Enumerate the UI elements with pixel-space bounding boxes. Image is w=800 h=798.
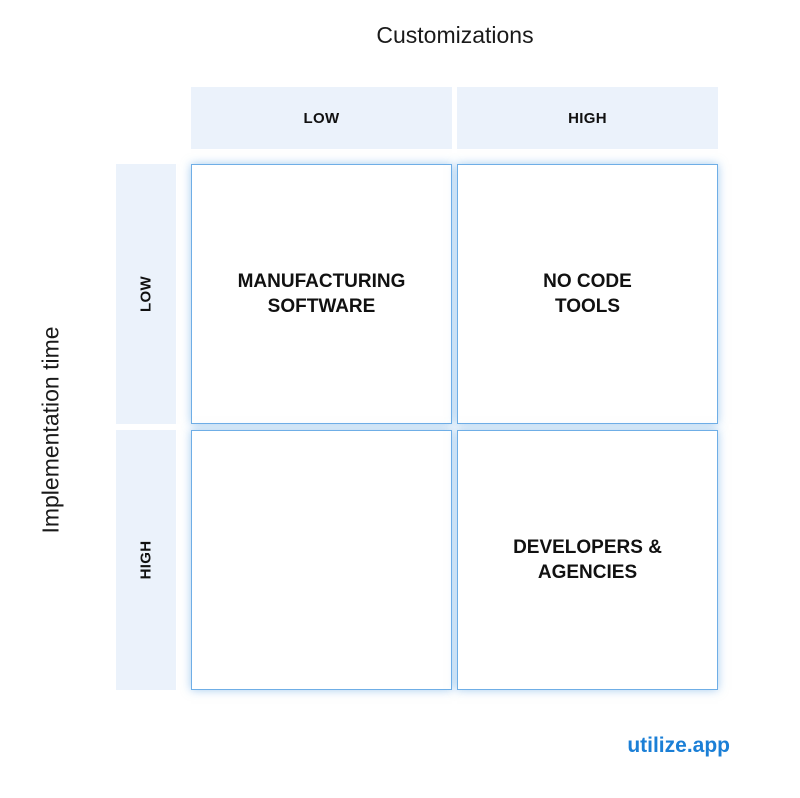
row-header-high: HIGH [116, 430, 176, 690]
row-header-low: LOW [116, 164, 176, 424]
quadrant-high-time-low-custom [191, 430, 452, 690]
column-header-high: HIGH [457, 87, 718, 149]
quadrant-label-manufacturing-software: MANUFACTURING SOFTWARE [237, 271, 406, 317]
quadrant-low-time-low-custom: MANUFACTURING SOFTWARE [191, 164, 452, 424]
brand-logo-text: utilize.app [627, 734, 730, 757]
row-header-low-label: LOW [137, 276, 155, 312]
y-axis-title: Implementation time [37, 326, 64, 534]
row-header-high-label: HIGH [137, 540, 155, 580]
quadrant-low-time-high-custom: NO CODE TOOLS [457, 164, 718, 424]
quadrant-high-time-high-custom: DEVELOPERS & AGENCIES [457, 430, 718, 690]
quadrant-label-developers-agencies: DEVELOPERS & AGENCIES [513, 537, 662, 583]
x-axis-title: Customizations [376, 22, 534, 48]
column-header-low: LOW [191, 87, 452, 149]
quadrant-label-no-code-tools: NO CODE TOOLS [543, 271, 632, 317]
